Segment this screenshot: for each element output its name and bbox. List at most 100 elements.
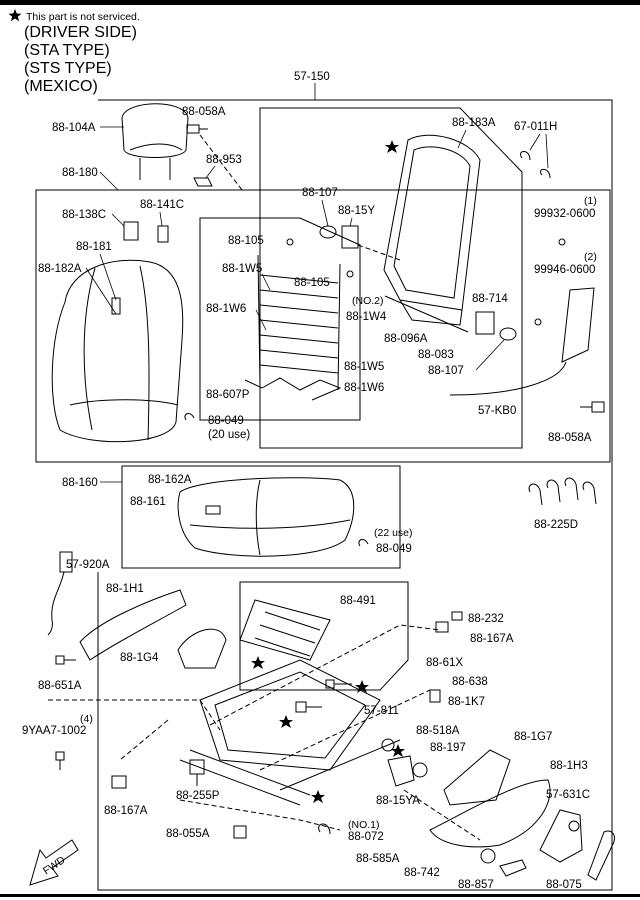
label-88-61X: 88-61X (426, 657, 463, 669)
label-88-1W5-b: 88-1W5 (344, 361, 384, 373)
headrest (121, 103, 189, 180)
connector-icon (233, 825, 247, 839)
label-88-197: 88-197 (430, 742, 466, 754)
spring-region (199, 217, 361, 421)
frame-region (259, 107, 523, 449)
screw-icon (55, 751, 65, 770)
nut-icon (346, 270, 354, 278)
knob-icon (480, 848, 496, 864)
washer-icon (558, 238, 566, 246)
seatback-cover (51, 259, 184, 443)
label-99946-0600: 99946-0600 (534, 264, 595, 276)
label-88-1W5-a: 88-1W5 (222, 263, 262, 275)
label-88-107-bot: 88-107 (428, 365, 464, 377)
label-88-857: 88-857 (458, 879, 494, 891)
label-88-1K7: 88-1K7 (448, 696, 485, 708)
shield-cover-icon (443, 749, 511, 806)
label-88-162A: 88-162A (148, 474, 192, 486)
label-88-049-bot: 88-049 (376, 543, 412, 555)
side-trim-icon (79, 589, 187, 661)
label-88-651A: 88-651A (38, 680, 82, 692)
screw-icon (55, 655, 76, 665)
label-88-107-top: 88-107 (302, 187, 338, 199)
cover-icon (539, 809, 583, 863)
header: This part is not serviced. (DRIVER SIDE)… (8, 9, 140, 95)
type-driver-side: (DRIVER SIDE) (24, 24, 137, 41)
hog-ring-icon (358, 539, 369, 547)
assembly-label: 57-150 (294, 71, 330, 83)
label-88-1W4: 88-1W4 (346, 311, 387, 323)
star-icon (251, 656, 265, 669)
label-88-160: 88-160 (62, 477, 98, 489)
label-9YAA7-qty: (4) (80, 713, 93, 725)
label-88-181: 88-181 (76, 241, 112, 253)
lever-knob-icon (587, 830, 615, 881)
side-cover-icon (561, 287, 595, 363)
label-88-049-bot-qty: (22 use) (374, 527, 413, 539)
bolt-icon (325, 679, 352, 689)
label-88-161: 88-161 (130, 496, 166, 508)
label-88-1W6-b: 88-1W6 (344, 382, 384, 394)
outer-shield-icon (429, 779, 551, 848)
label-9YAA7-1002: 9YAA7-1002 (22, 725, 86, 737)
lever-icon (387, 755, 415, 787)
springs-region (239, 581, 409, 691)
legend-text: This part is not serviced. (26, 11, 140, 23)
hook-set-icon (528, 477, 597, 506)
label-88-182A: 88-182A (38, 263, 82, 275)
label-88-055A: 88-055A (166, 828, 210, 840)
belt-buckle-icon (47, 551, 73, 636)
clip-icon (205, 505, 221, 515)
seat-springs (239, 599, 331, 661)
nut-icon (286, 238, 294, 246)
hook-icon (318, 823, 331, 835)
guide-lines (48, 624, 481, 841)
label-88-1G4: 88-1G4 (120, 652, 159, 664)
clip-icon (193, 177, 213, 187)
nut-icon (534, 318, 542, 326)
label-88-096A: 88-096A (384, 333, 428, 345)
label-88-225D: 88-225D (534, 519, 578, 531)
label-88-1H3: 88-1H3 (550, 760, 588, 772)
trim-cover-icon (177, 628, 227, 669)
label-88-180: 88-180 (62, 167, 98, 179)
label-88-255P: 88-255P (176, 790, 220, 802)
label-57-KB0: 57-KB0 (478, 405, 516, 417)
knob-icon (381, 738, 395, 752)
assembly-frame (97, 99, 613, 891)
label-88-138C: 88-138C (62, 209, 106, 221)
seat-cushion (177, 477, 355, 557)
label-88-714: 88-714 (472, 293, 508, 305)
star-icon (8, 9, 22, 22)
hog-ring-icon (184, 413, 195, 421)
spring-mat (244, 254, 342, 401)
rod-icon (384, 295, 469, 333)
label-88-1W6-a: 88-1W6 (206, 303, 246, 315)
label-88-607P: 88-607P (206, 389, 250, 401)
type-sts: (STS TYPE) (24, 60, 112, 77)
top-rule (0, 0, 640, 5)
label-88-075: 88-075 (546, 879, 582, 891)
label-88-049-top-qty: (20 use) (208, 429, 250, 441)
label-99946-qty: (2) (584, 251, 597, 263)
cap-icon (111, 775, 127, 789)
seat-frame (179, 659, 401, 806)
star-icon (385, 140, 399, 153)
label-88-232: 88-232 (468, 613, 504, 625)
label-88-072-no: (NO.1) (348, 819, 380, 831)
spring-icon (429, 689, 441, 703)
star-icon (391, 744, 405, 757)
label-99932-qty: (1) (584, 195, 597, 207)
label-88-518A: 88-518A (416, 725, 460, 737)
type-mexico: (MEXICO) (24, 78, 98, 95)
cap-icon (568, 820, 580, 832)
bolt-icon (186, 124, 208, 134)
type-sta: (STA TYPE) (24, 42, 110, 59)
label-67-011H: 67-011H (514, 121, 557, 133)
cushion-box (121, 465, 401, 569)
label-88-049-top: 88-049 (208, 415, 244, 427)
label-88-105-b: 88-105 (294, 277, 330, 289)
handle-icon (499, 859, 527, 877)
label-88-083: 88-083 (418, 349, 454, 361)
